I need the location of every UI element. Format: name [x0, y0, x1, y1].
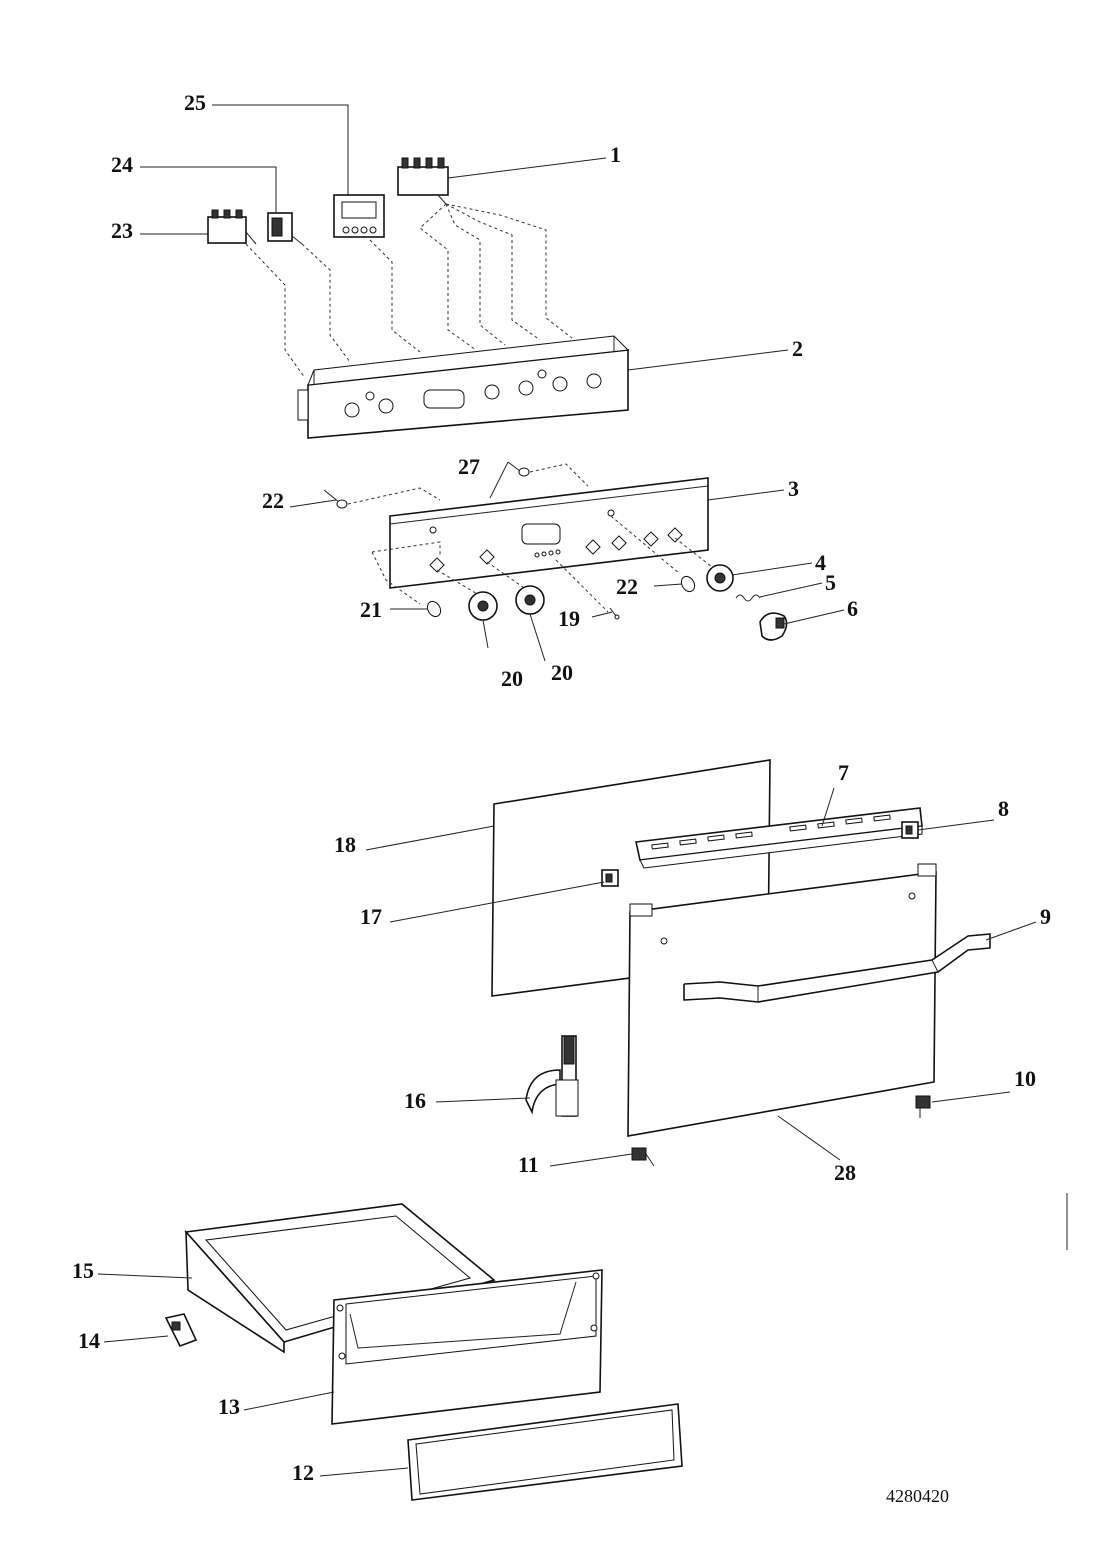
- label-part-8: 8: [998, 796, 1009, 821]
- part-17-door-clip: [601, 869, 619, 887]
- label-part-6: 6: [847, 596, 858, 621]
- label-part-17: 17: [360, 904, 382, 929]
- part-3-control-facia: [389, 477, 709, 589]
- label-part-22-right: 22: [616, 574, 638, 599]
- part-25-switch: [267, 212, 303, 245]
- label-part-12: 12: [292, 1460, 314, 1485]
- label-part-28: 28: [834, 1160, 856, 1185]
- label-part-13: 13: [218, 1394, 240, 1419]
- part-8-door-clip: [901, 821, 919, 839]
- label-part-20: 20: [551, 660, 573, 685]
- label-part-4: 4: [815, 550, 826, 575]
- label-part-2: 2: [792, 336, 803, 361]
- part-7-door-top-trim: [635, 807, 923, 869]
- label-part-22-left: 21: [360, 597, 382, 622]
- label-part-1: 1: [610, 142, 621, 167]
- part-11-hinge-block: [631, 1147, 655, 1167]
- label-part-27: 27: [458, 454, 480, 479]
- label-part-7: 7: [838, 760, 849, 785]
- part-13-drawer-front-panel: [331, 1269, 603, 1425]
- label-part-18: 18: [334, 832, 356, 857]
- part-16-door-hinge: [525, 1035, 579, 1117]
- part-12-drawer-trim: [407, 1403, 683, 1501]
- assembly-dashed-lines-top: [245, 203, 573, 379]
- part-24-selector-switch: [207, 209, 257, 245]
- label-part-25: 24: [111, 152, 133, 177]
- part-15-storage-drawer: [184, 1203, 496, 1354]
- label-part-26: 25: [184, 90, 206, 115]
- label-part-5: 5: [825, 570, 836, 595]
- part-labels: 25 24 23 1 2 27 22 3 4 5 6 21 22 19 20 2…: [72, 90, 1051, 1506]
- label-part-3: 3: [788, 476, 799, 501]
- document-code: 4280420: [886, 1486, 949, 1506]
- part-5-spring: [735, 594, 761, 602]
- part-1-switch-block: [397, 157, 449, 205]
- part-28-outer-door-glass: [627, 863, 937, 1137]
- part-4-knob-bezel: [706, 564, 734, 592]
- part-23-indicator-lamp: [323, 487, 441, 509]
- label-part-24: 23: [111, 218, 133, 243]
- label-part-11: 11: [518, 1152, 539, 1177]
- part-21-knob-bezel: [468, 591, 498, 621]
- part-10-hinge-block: [915, 1095, 931, 1118]
- part-22-plug-left: [426, 600, 442, 618]
- label-part-14: 14: [78, 1328, 100, 1353]
- leader-lines: [97, 104, 1037, 1477]
- part-22-plug-right: [680, 575, 696, 593]
- label-part-9: 9: [1040, 904, 1051, 929]
- part-19-pin: [609, 607, 620, 620]
- part-27-indicator-lamp: [507, 461, 589, 487]
- part-14-drawer-runner: [164, 1313, 198, 1348]
- label-part-16: 16: [404, 1088, 426, 1113]
- part-2-control-panel-frame: [297, 335, 630, 439]
- part-26-timer: [333, 194, 385, 238]
- part-20-knob-bezel: [515, 585, 545, 615]
- label-part-15: 15: [72, 1258, 94, 1283]
- part-9-door-handle: [683, 933, 991, 1003]
- label-part-19: 19: [558, 606, 580, 631]
- label-part-21: 20: [501, 666, 523, 691]
- label-part-23: 22: [262, 488, 284, 513]
- label-part-10: 10: [1014, 1066, 1036, 1091]
- part-6-control-knob: [759, 612, 788, 641]
- assembly-dashed-lines-facia: [371, 515, 717, 613]
